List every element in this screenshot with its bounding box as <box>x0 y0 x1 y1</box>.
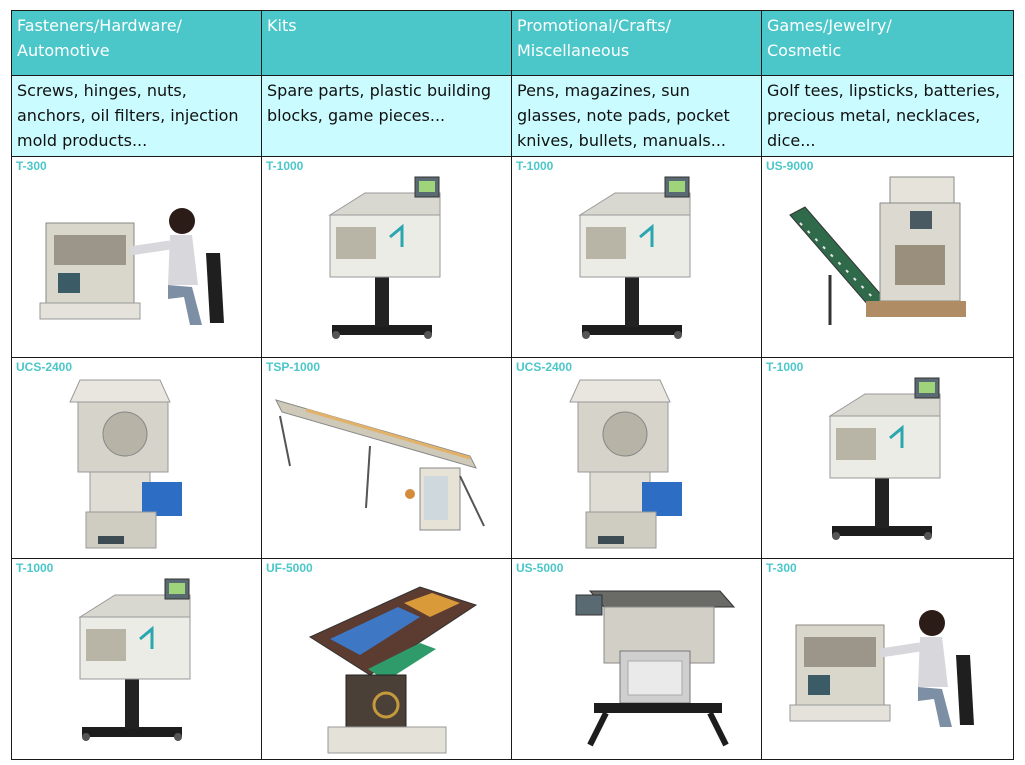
model-label: T-1000 <box>516 159 554 173</box>
model-label: T-1000 <box>266 159 304 173</box>
header-text: Kits <box>267 16 297 35</box>
product-row: T-300 T-1000 T-1000 US-9000 <box>11 156 1014 358</box>
machine-image <box>328 176 441 339</box>
header-text: Promotional/Crafts/ Miscellaneous <box>517 16 671 60</box>
model-label: T-1000 <box>766 360 804 374</box>
header-text: Fasteners/Hardware/ Automotive <box>17 16 182 60</box>
description-cell: Golf tees, lipsticks, batteries, preciou… <box>761 75 1014 157</box>
model-label: T-300 <box>16 159 47 173</box>
machine-image <box>575 590 736 747</box>
header-row: Fasteners/Hardware/ Automotive Kits Prom… <box>11 10 1014 76</box>
machine-image <box>78 578 191 741</box>
product-cell: US-9000 <box>761 156 1014 358</box>
machine-image <box>789 176 966 325</box>
product-cell: US-5000 <box>511 558 762 760</box>
product-cell: T-1000 <box>11 558 262 760</box>
product-cell: UCS-2400 <box>511 357 762 559</box>
model-label: T-300 <box>766 561 797 575</box>
product-row: T-1000 UF-5000 US-5000 T-300 <box>11 558 1014 760</box>
product-cell: T-1000 <box>511 156 762 358</box>
machine-image <box>275 399 485 531</box>
column-header: Kits <box>261 10 512 76</box>
machine-image <box>308 586 478 754</box>
product-cell: TSP-1000 <box>261 357 512 559</box>
model-label: TSP-1000 <box>266 360 321 374</box>
description-cell: Screws, hinges, nuts, anchors, oil filte… <box>11 75 262 157</box>
machine-image <box>569 379 682 549</box>
header-text: Games/Jewelry/ Cosmetic <box>767 16 892 60</box>
description-cell: Spare parts, plastic building blocks, ga… <box>261 75 512 157</box>
product-table: Fasteners/Hardware/ Automotive Kits Prom… <box>11 10 1014 760</box>
model-label: US-5000 <box>516 561 564 575</box>
model-label: US-9000 <box>766 159 814 173</box>
product-row: UCS-2400 TSP-1000 UCS-2400 T-1000 <box>11 357 1014 559</box>
product-cell: UCS-2400 <box>11 357 262 559</box>
column-header: Fasteners/Hardware/ Automotive <box>11 10 262 76</box>
product-cell: T-300 <box>761 558 1014 760</box>
model-label: T-1000 <box>16 561 54 575</box>
product-cell: UF-5000 <box>261 558 512 760</box>
description-cell: Pens, magazines, sun glasses, note pads,… <box>511 75 762 157</box>
model-label: UF-5000 <box>266 561 313 575</box>
product-cell: T-1000 <box>761 357 1014 559</box>
machine-image <box>828 377 941 540</box>
machine-image <box>39 208 224 325</box>
machine-image <box>789 610 974 727</box>
model-label: UCS-2400 <box>16 360 73 374</box>
product-cell: T-300 <box>11 156 262 358</box>
machine-image <box>578 176 691 339</box>
machine-image <box>69 379 182 549</box>
column-header: Games/Jewelry/ Cosmetic <box>761 10 1014 76</box>
description-row: Screws, hinges, nuts, anchors, oil filte… <box>11 75 1014 157</box>
column-header: Promotional/Crafts/ Miscellaneous <box>511 10 762 76</box>
product-cell: T-1000 <box>261 156 512 358</box>
model-label: UCS-2400 <box>516 360 573 374</box>
